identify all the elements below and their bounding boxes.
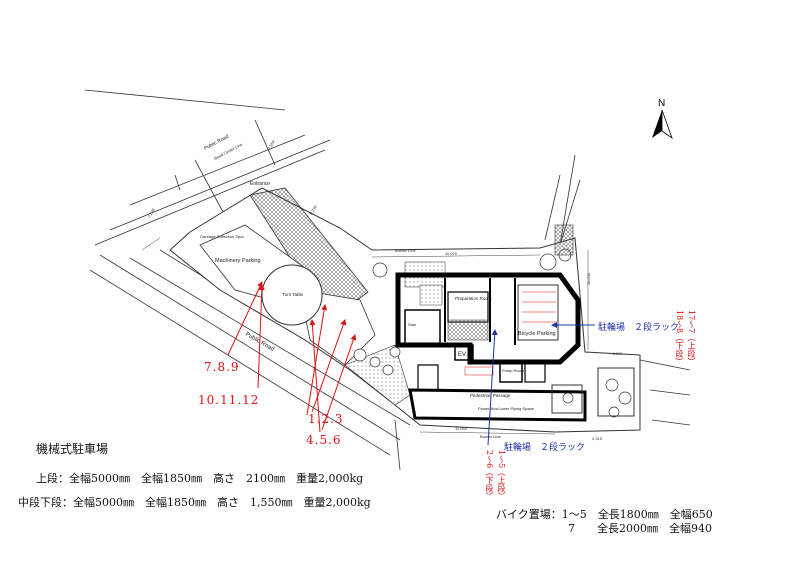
vnote-bottom-b: 2〜6（下段） — [485, 450, 494, 501]
spec-heading: 機械式駐車場 — [36, 442, 109, 456]
dimension-lines — [141, 237, 589, 435]
bicycle-racks — [522, 291, 556, 323]
note-rack-bottom: 駐輪場 ２段ラック — [504, 443, 586, 453]
label-entrance: Entrance — [250, 181, 270, 187]
compass-label: N — [658, 98, 665, 109]
vnote-right-b: 18〜8（下段） — [675, 310, 684, 366]
dim-6: 11,080 — [455, 426, 468, 431]
blue-arrows — [487, 322, 595, 446]
bike-spec-line2: 7 全長2000㎜ 全幅940 — [568, 522, 712, 535]
spec-middle-lower: 中段下段：全幅5000㎜ 全幅1850㎜ 高さ 1,550㎜ 重量2,000kg — [18, 496, 371, 509]
building — [395, 272, 587, 422]
label-garbage: Garbage Collection Spot — [200, 234, 244, 239]
label-border-line-top: Border Line — [395, 248, 416, 253]
label-bicycle-parking: Bicycle Parking — [518, 331, 556, 337]
vnote-bottom-a: 1〜5（上段） — [497, 450, 506, 501]
red-arrows — [227, 281, 357, 433]
north-arrow: N — [652, 98, 673, 140]
bike-spec-line1: バイク置場：1〜5 全長1800㎜ 全幅650 — [496, 508, 713, 521]
spec-upper: 上段：全幅5000㎜ 全幅1850㎜ 高さ 2100㎜ 重量2,000kg — [36, 472, 364, 485]
label-ev: EV — [458, 352, 466, 358]
label-preparation-room: Preparation Room — [455, 296, 492, 301]
dim-8: 4,315 — [592, 436, 603, 441]
label-pedestrian-passage: Pedestrian Passage — [470, 393, 511, 398]
public-road-top — [84, 89, 331, 246]
label-stair: Stair — [408, 322, 417, 327]
group-label-10-11-12: 10.11.12 — [198, 393, 260, 407]
planting — [353, 248, 632, 418]
vnote-right-a: 17〜7（上段） — [687, 310, 696, 366]
label-power-bus: Power Bus/Lower Plying Space — [478, 406, 535, 411]
note-rack-right: 駐輪場 ２段ラック — [598, 323, 680, 333]
label-border-line-bottom: Border Line — [480, 434, 501, 439]
group-label-4-5-6: 4.5.6 — [306, 433, 342, 447]
group-label-1-2-3: 1.2.3 — [308, 412, 344, 426]
label-turn-table: Turn Table — [282, 292, 304, 297]
dim-7: 11,020 — [445, 251, 458, 256]
dim-3: 8,290 — [309, 204, 319, 216]
dim-5: 4,800 — [612, 351, 623, 356]
label-machinery-parking: Machinery Parking — [215, 258, 261, 264]
group-label-7-8-9: 7.8.9 — [204, 360, 240, 374]
label-pump-room: Pump Room — [502, 368, 525, 373]
dim-4: 18,040 — [586, 272, 591, 285]
dim-1: 7,896 — [147, 207, 157, 219]
dim-2: 7,954 — [267, 139, 277, 151]
